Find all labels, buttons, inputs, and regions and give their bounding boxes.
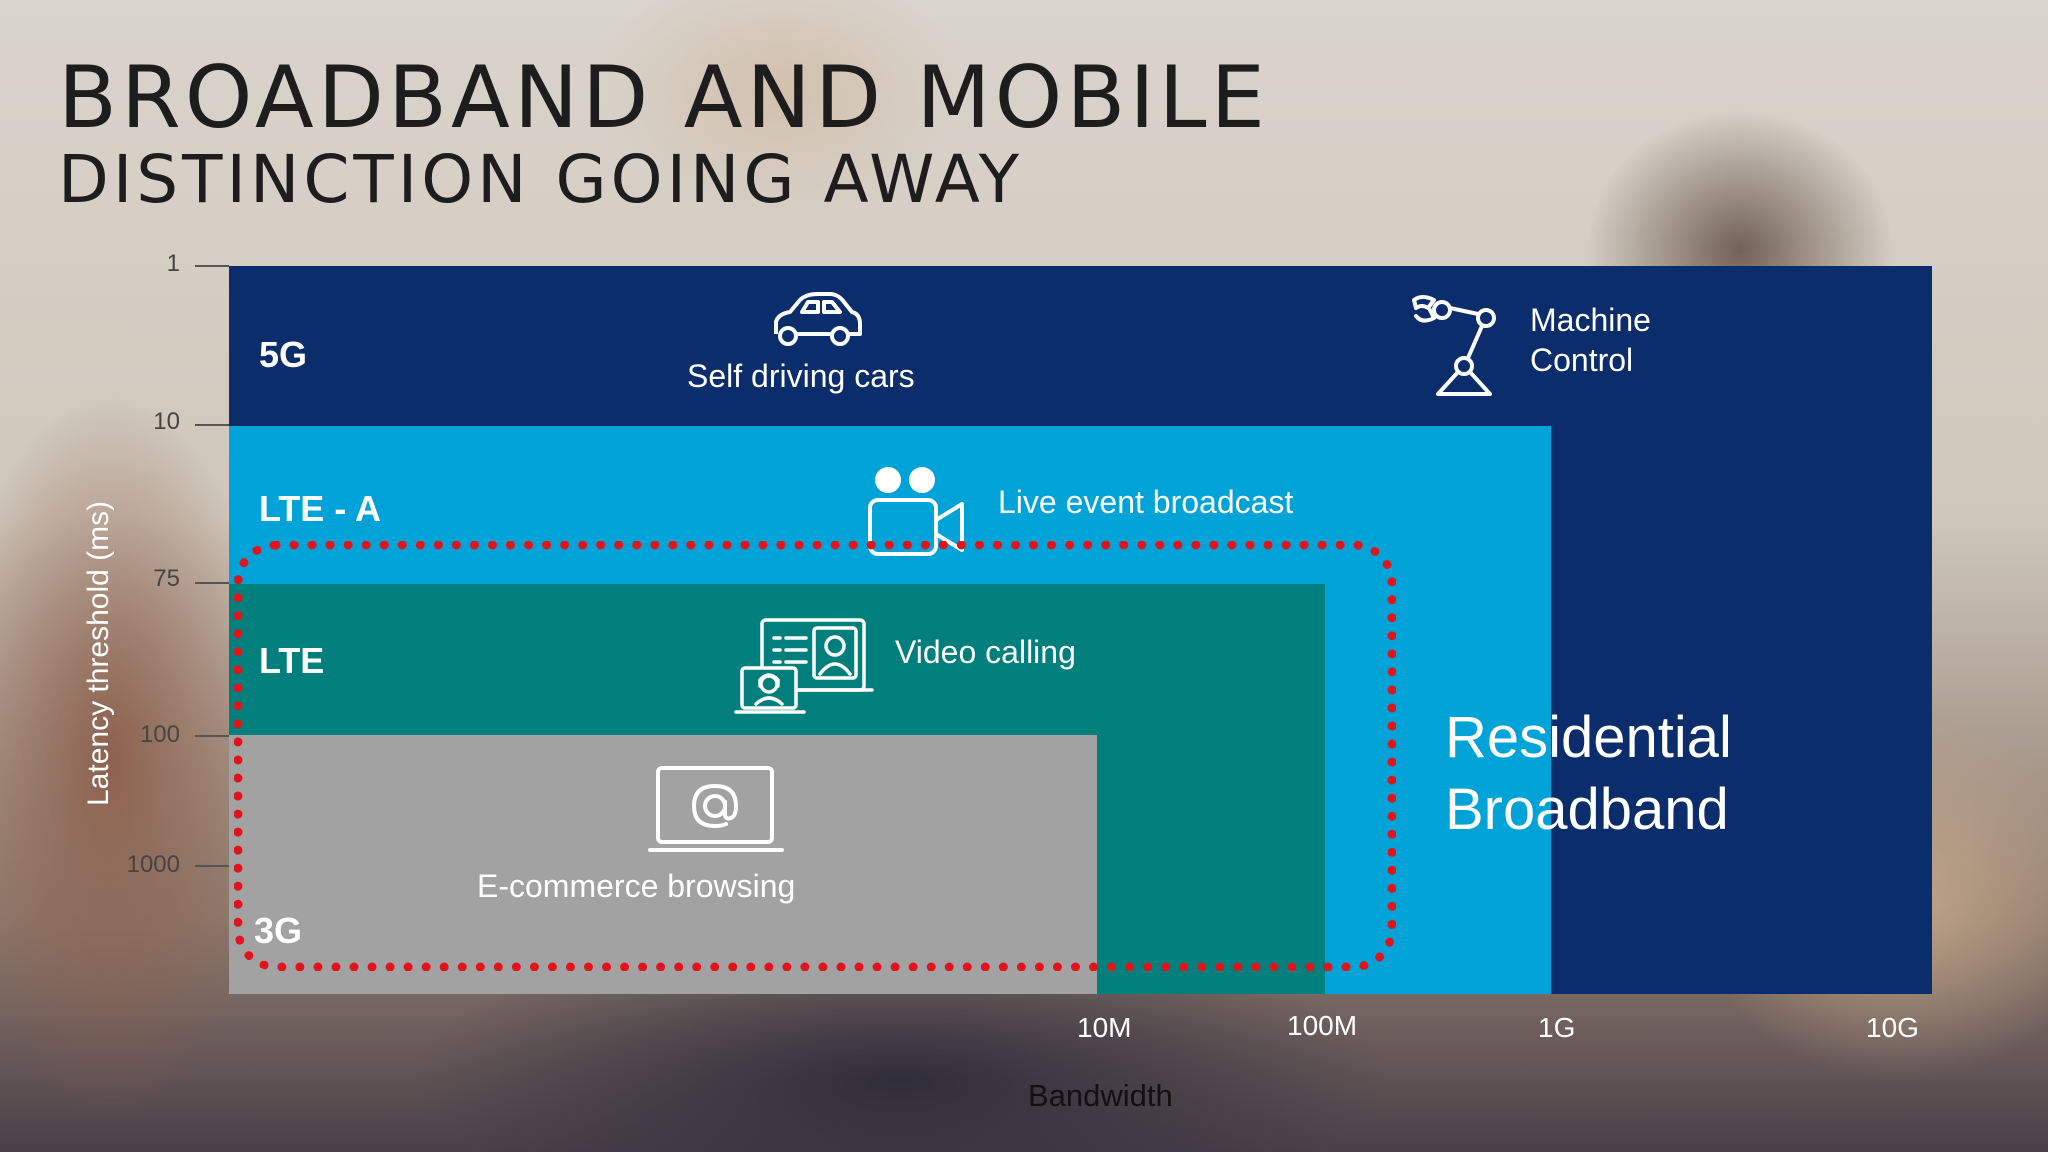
y-tick-100: 100 [139, 721, 180, 748]
tier-3g-region [229, 735, 1097, 994]
robot-arm-icon [1408, 292, 1514, 403]
y-tick-mark [195, 582, 229, 584]
y-tick-1: 1 [166, 250, 180, 277]
x-tick-10m: 10M [1077, 1012, 1132, 1043]
title-line-2: DISTINCTION GOING AWAY [58, 141, 1024, 218]
y-tick-mark [195, 735, 229, 737]
video-call-icon [734, 616, 876, 723]
slide-title: BROADBAND AND MOBILE DISTINCTION GOING A… [58, 52, 1269, 216]
tier-5g-use-case-2-line-1: Machine [1530, 302, 1651, 338]
x-tick-10g: 10G [1866, 1012, 1919, 1043]
title-line-1: BROADBAND AND MOBILE [58, 48, 1269, 148]
tier-lte-label: LTE [259, 640, 325, 681]
y-tick-mark [195, 424, 229, 426]
y-tick-mark [195, 265, 229, 267]
tier-5g-use-case: Self driving cars [687, 358, 915, 394]
tier-5g-label: 5G [259, 334, 308, 375]
tier-lte-a-label: LTE - A [259, 488, 381, 529]
y-tick-10: 10 [153, 408, 180, 435]
residential-line-1: Residential [1445, 705, 1732, 770]
y-tick-mark [195, 865, 229, 867]
mobile-highlight-outline [234, 541, 1396, 971]
video-camera-icon [866, 464, 966, 565]
x-axis-label: Bandwidth [1028, 1078, 1173, 1113]
tier-lte-use-case: Video calling [895, 634, 1076, 670]
laptop-at-icon [648, 764, 784, 861]
tier-lte-a-use-case: Live event broadcast [998, 484, 1294, 520]
y-tick-75: 75 [153, 565, 180, 592]
y-tick-1000: 1000 [126, 851, 180, 878]
residential-broadband-label: Residential Broadband [1445, 702, 1732, 846]
car-icon [770, 290, 864, 359]
tier-3g-use-case: E-commerce browsing [477, 868, 796, 904]
x-tick-1g: 1G [1538, 1012, 1576, 1043]
residential-line-2: Broadband [1445, 777, 1729, 842]
y-axis-label: Latency threshold (ms) [82, 500, 115, 806]
x-tick-100m: 100M [1287, 1010, 1358, 1041]
tier-5g-use-case-2-line-2: Control [1530, 342, 1634, 378]
